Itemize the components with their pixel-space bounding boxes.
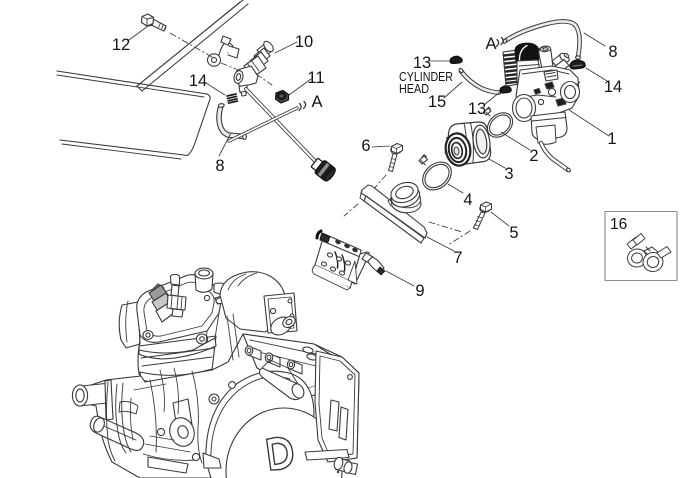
svg-text:11: 11 [307, 69, 324, 87]
svg-text:14: 14 [189, 72, 207, 90]
svg-text:8: 8 [608, 43, 617, 61]
svg-text:15: 15 [428, 93, 446, 111]
svg-text:16: 16 [610, 216, 627, 233]
svg-text:2: 2 [529, 147, 538, 165]
svg-text:4: 4 [463, 191, 472, 209]
svg-text:14: 14 [604, 78, 622, 96]
svg-text:13: 13 [468, 100, 486, 118]
svg-text:5: 5 [509, 224, 518, 242]
svg-text:10: 10 [295, 33, 313, 51]
svg-text:CYLINDER: CYLINDER [399, 70, 453, 84]
svg-text:3: 3 [504, 165, 513, 183]
svg-text:8: 8 [215, 157, 224, 175]
svg-text:7: 7 [453, 249, 462, 267]
svg-text:1: 1 [607, 130, 616, 148]
svg-text:HEAD: HEAD [399, 82, 429, 96]
svg-text:9: 9 [415, 282, 424, 300]
svg-text:12: 12 [112, 36, 130, 54]
svg-text:13: 13 [413, 54, 431, 72]
svg-text:A: A [311, 93, 322, 111]
svg-text:6: 6 [361, 137, 370, 155]
svg-text:A: A [485, 35, 496, 53]
